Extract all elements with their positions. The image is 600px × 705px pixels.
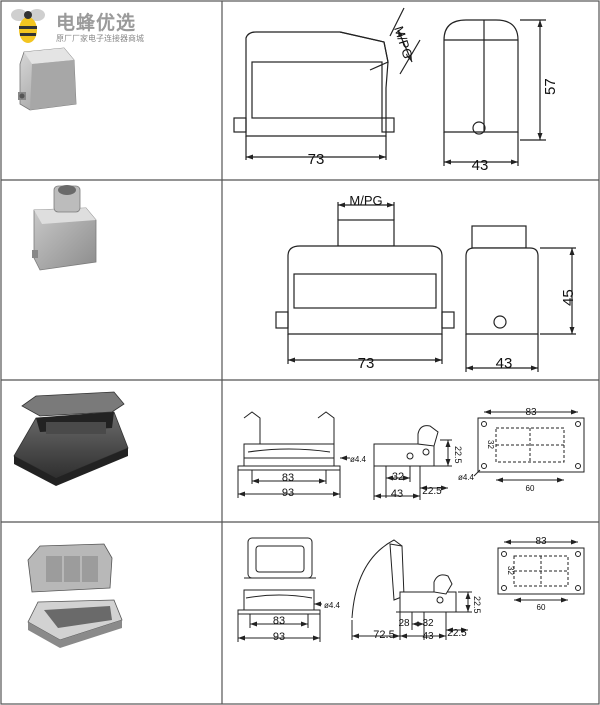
front-view-4 [237,537,322,642]
brand-logo: 电蜂优选 原厂厂家电子连接器商城 [4,4,164,46]
dim-len-outer-4: 93 [273,631,285,643]
drawing-row-3: 83 93 ø4.4 32 43 22.5 22.5 [237,407,585,500]
dim-w2-4: 32 [422,618,434,629]
dim-cable-entry-2: M/PG [349,193,382,208]
dim-pitch-4: 60 [537,603,546,612]
drawing-row-4: 83 93 ø4.4 72.5 28 3 [237,536,585,643]
dim-w1-4: 28 [398,618,410,629]
dim-plate-w-3: 32 [486,440,495,449]
dim-len-outer-3: 93 [282,487,294,499]
dim-len-inner-4: 83 [273,615,285,627]
dim-h2-4: 22.5 [472,596,482,614]
product-photo-1 [18,47,77,111]
dim-hole-4: ø4.4 [324,601,341,610]
dim-length-2: 73 [358,355,375,372]
product-photo-3 [13,391,129,486]
dim-plate-len-3: 83 [525,407,537,418]
dim-plate-len-4: 83 [535,536,547,547]
bottom-plate-4 [497,539,585,603]
dim-w1-3: 32 [392,471,404,483]
product-photo-4 [27,543,123,648]
drawing-row-2: M/PG 73 43 45 [275,193,577,372]
front-view-1 [443,19,546,166]
side-view-3 [373,425,452,500]
brand-name: 电蜂优选 [56,12,137,34]
side-view-4 [351,539,472,640]
dim-height-2: 45 [560,289,577,306]
front-view-2 [465,225,576,372]
dim-hole-plate-3: ø4.4 [458,473,475,482]
side-view-1 [233,7,421,160]
dim-plate-w-4: 32 [506,566,515,575]
bottom-plate-3 [473,409,585,483]
dim-h2-3: 22.5 [453,446,463,464]
dim-cable-entry-1: M/PG [391,24,416,60]
front-view-3 [237,411,350,498]
bee-logo-icon [11,9,45,43]
dim-cover-4: 72.5 [373,629,394,641]
dim-h1-4: 22.5 [447,628,467,639]
dim-hole-3: ø4.4 [350,455,367,464]
drawing-row-1: 73 M/PG 43 57 [233,7,559,174]
dim-h1-3: 22.5 [422,486,442,497]
dim-w2-3: 43 [391,488,403,500]
dim-depth-2: 43 [496,355,513,372]
dim-w3-4: 43 [422,631,434,642]
dim-depth-1: 43 [472,157,489,174]
dim-height-1: 57 [542,78,559,95]
dim-len-inner-3: 83 [282,472,294,484]
product-photo-2 [32,185,97,271]
side-view-2 [275,202,455,364]
dim-pitch-3: 60 [526,484,535,493]
brand-subtitle: 原厂厂家电子连接器商城 [56,34,144,43]
dim-length-1: 73 [308,151,325,168]
